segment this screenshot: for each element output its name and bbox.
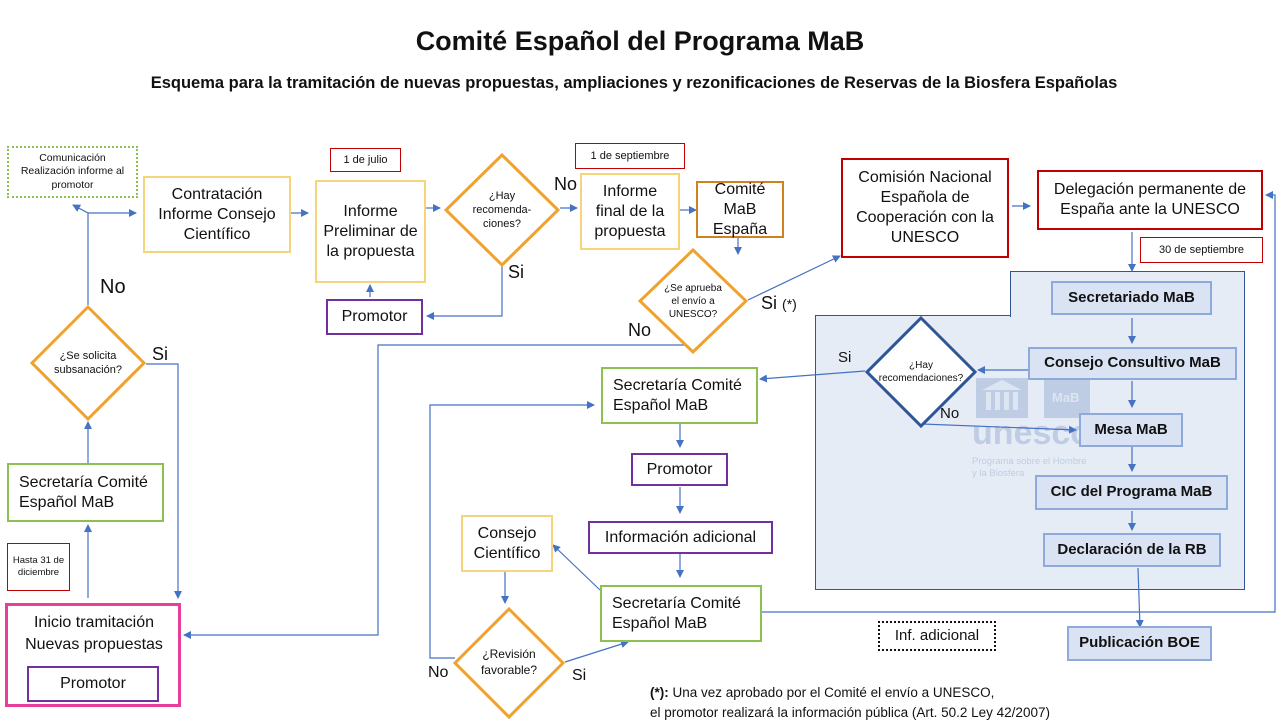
deadline-30-septiembre: 30 de septiembre <box>1140 237 1263 263</box>
deadline-diciembre: Hasta 31 de diciembre <box>7 543 70 591</box>
contratacion-box: Contratación Informe Consejo Científico <box>143 176 291 253</box>
subsanacion-question: ¿Se solicita subsanación? <box>54 349 122 376</box>
mesa-mab-box: Mesa MaB <box>1079 413 1183 447</box>
footnote-text-1: Una vez aprobado por el Comité el envío … <box>668 685 995 700</box>
revision-favorable-question: ¿Revisión favorable? <box>480 647 538 677</box>
inicio-label: Inicio tramitación Nuevas propuestas <box>25 614 163 654</box>
consejo-cientifico-box: Consejo Científico <box>461 515 553 572</box>
informacion-adicional-box: Información adicional <box>588 521 773 554</box>
revision-favorable-diamond: ¿Revisión favorable? <box>453 607 565 719</box>
footnote: (*): Una vez aprobado por el Comité el e… <box>650 683 1270 722</box>
informe-preliminar-box: Informe Preliminar de la propuesta <box>315 180 426 283</box>
comision-nacional-box: Comisión Nacional Española de Cooperació… <box>841 158 1009 258</box>
no-label-recomendaciones: No <box>554 174 578 194</box>
cic-box: CIC del Programa MaB <box>1035 475 1228 510</box>
footnote-line-1: (*): Una vez aprobado por el Comité el e… <box>650 683 1270 703</box>
logo-caption-2: y la Biosfera <box>972 468 1025 479</box>
inicio-tramitacion-box: Inicio tramitación Nuevas propuestas Pro… <box>5 603 181 707</box>
si-aprueba-note: (*) <box>782 296 797 312</box>
page-title: Comité Español del Programa MaB <box>415 26 865 56</box>
recomendaciones-diamond-2: ¿Hay recomendaciones? <box>865 316 977 428</box>
secretaria-comite-box: Secretaría Comité Español MaB <box>7 463 164 522</box>
comunicacion-box: Comunicación Realización informe al prom… <box>7 146 138 198</box>
secretaria-abajo-box: Secretaría Comité Español MaB <box>600 585 762 642</box>
publicacion-boe-box: Publicación BOE <box>1067 626 1212 661</box>
recomendaciones-question-1: ¿Hay recomenda-ciones? <box>472 189 532 231</box>
si-label-aprueba: Si (*) <box>761 293 797 314</box>
declaracion-box: Declaración de la RB <box>1043 533 1221 567</box>
recomendaciones-diamond-1: ¿Hay recomenda-ciones? <box>444 153 560 267</box>
si-label-revision: Si <box>572 667 587 684</box>
footnote-line-2: el promotor realizará la información púb… <box>650 704 1050 720</box>
recomendaciones-question-2: ¿Hay recomendaciones? <box>878 360 964 384</box>
aprueba-envio-diamond: ¿Se aprueba el envío a UNESCO? <box>638 248 748 354</box>
deadline-julio: 1 de julio <box>330 148 401 172</box>
si-aprueba-text: Si <box>761 293 778 313</box>
si-label-recomendaciones-2: Si <box>838 349 852 366</box>
aprueba-envio-question: ¿Se aprueba el envío a UNESCO? <box>664 282 722 320</box>
inf-adicional-legend: Inf. adicional <box>878 621 996 651</box>
logo-caption-1: Programa sobre el Hombre <box>972 456 1087 467</box>
subsanacion-diamond: ¿Se solicita subsanación? <box>30 305 146 421</box>
promotor-box-inicio: Promotor <box>27 666 159 702</box>
secretaria-centro-box: Secretaría Comité Español MaB <box>601 367 758 424</box>
secretariado-mab-box: Secretariado MaB <box>1051 281 1212 315</box>
promotor-box-1: Promotor <box>326 299 423 335</box>
footnote-marker: (*): <box>650 685 669 700</box>
consejo-consultivo-box: Consejo Consultivo MaB <box>1028 347 1237 380</box>
deadline-septiembre: 1 de septiembre <box>575 143 685 169</box>
svg-text:MaB: MaB <box>1052 390 1079 405</box>
informe-final-box: Informe final de la propuesta <box>580 173 680 250</box>
page-subtitle: Esquema para la tramitación de nuevas pr… <box>150 74 1118 92</box>
unesco-logo: MaB unesco Programa sobre el Hombre y la… <box>968 372 1098 484</box>
no-label-recomendaciones-2: No <box>940 405 960 422</box>
si-label-recomendaciones: Si <box>508 262 525 282</box>
promotor-box-2: Promotor <box>631 453 728 486</box>
no-label-aprueba: No <box>628 320 652 340</box>
no-label: No <box>100 276 126 298</box>
si-label: Si <box>152 344 169 364</box>
no-label-revision: No <box>428 664 449 681</box>
delegacion-box: Delegación permanente de España ante la … <box>1037 170 1263 230</box>
unesco-temple-icon: MaB <box>976 378 1090 418</box>
comite-mab-box: Comité MaB España <box>696 181 784 238</box>
